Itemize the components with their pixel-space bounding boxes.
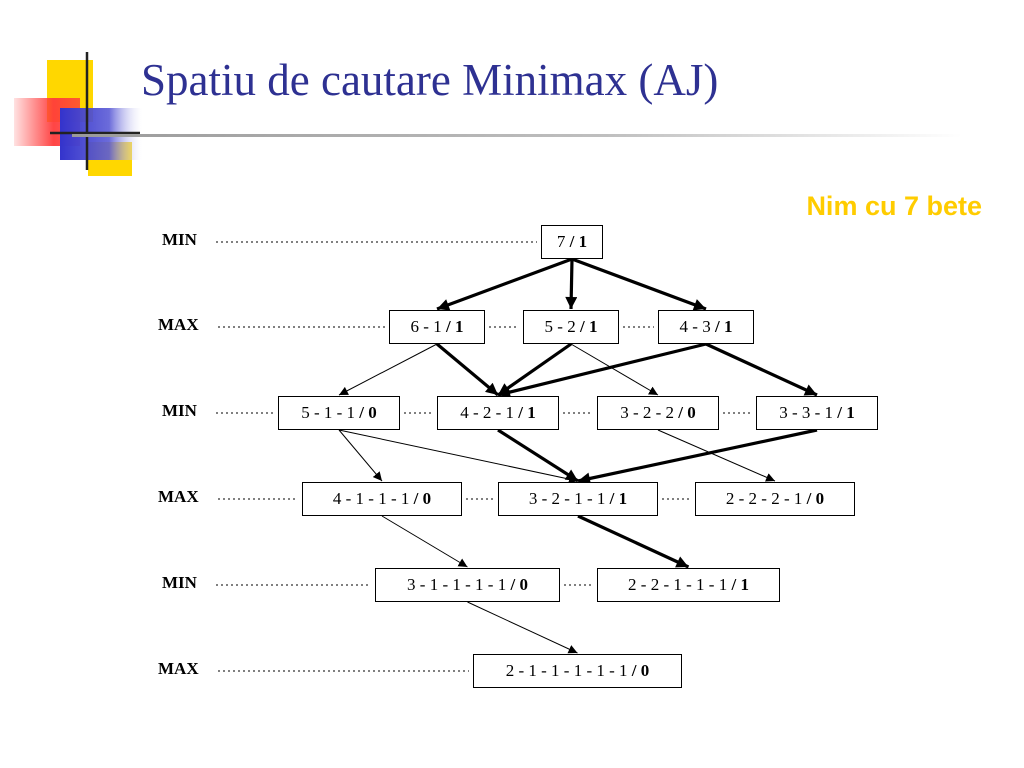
node-value-separator: /	[678, 403, 688, 422]
tree-node-2-0: 5 - 1 - 1 / 0	[278, 396, 400, 430]
node-state: 2 - 1 - 1 - 1 - 1 - 1	[505, 661, 632, 680]
node-value-separator: /	[609, 489, 619, 508]
node-value-separator: /	[518, 403, 528, 422]
node-state: 3 - 3 - 1	[779, 403, 838, 422]
level-label-3: MIN	[162, 401, 197, 420]
node-state: 4 - 2 - 1	[460, 403, 519, 422]
node-minimax-value: 1	[723, 317, 733, 336]
thin-edge-2-0-to-3-1	[338, 429, 579, 484]
bold-edge-2-3-to-3-1	[577, 428, 818, 485]
thin-edge-2-0-to-3-0	[338, 429, 383, 482]
bold-edge-0-0-to-1-2	[571, 257, 707, 311]
slide-logo-decoration	[14, 52, 142, 176]
tree-node-4-0: 3 - 1 - 1 - 1 - 1 / 0	[375, 568, 560, 602]
node-value-separator: /	[714, 317, 724, 336]
node-state: 5 - 1 - 1	[301, 403, 360, 422]
slide-subtitle: Nim cu 7 bete	[806, 191, 982, 221]
node-state: 6 - 1	[410, 317, 446, 336]
node-state: 7	[556, 232, 570, 251]
tree-node-2-2: 3 - 2 - 2 / 0	[597, 396, 719, 430]
tree-node-3-0: 4 - 1 - 1 - 1 / 0	[302, 482, 462, 516]
node-minimax-value: 0	[519, 575, 528, 594]
node-minimax-value: 1	[588, 317, 598, 336]
node-minimax-value: 1	[618, 489, 628, 508]
node-minimax-value: 0	[640, 661, 650, 680]
bold-edge-1-2-to-2-1	[497, 342, 707, 398]
node-value-separator: /	[445, 317, 455, 336]
node-value-separator: /	[510, 575, 520, 594]
tree-node-2-1: 4 - 2 - 1 / 1	[437, 396, 559, 430]
node-minimax-value: 1	[846, 403, 855, 422]
node-value-separator: /	[806, 489, 816, 508]
tree-node-0-0: 7 / 1	[541, 225, 603, 259]
bold-edge-3-1-to-4-1	[577, 514, 690, 569]
node-minimax-value: 0	[368, 403, 377, 422]
node-minimax-value: 0	[815, 489, 825, 508]
node-state: 4 - 3	[679, 317, 715, 336]
node-value-separator: /	[579, 317, 589, 336]
tree-node-3-2: 2 - 2 - 2 - 1 / 0	[695, 482, 855, 516]
tree-node-4-1: 2 - 2 - 1 - 1 - 1 / 1	[597, 568, 780, 602]
node-value-separator: /	[731, 575, 741, 594]
node-state: 2 - 2 - 2 - 1	[725, 489, 807, 508]
bold-edge-0-0-to-1-1	[565, 258, 578, 310]
node-state: 3 - 2 - 2	[620, 403, 679, 422]
thin-edge-1-0-to-2-0	[338, 343, 438, 396]
bold-edge-2-1-to-3-1	[497, 428, 579, 483]
title-underline	[72, 134, 962, 137]
node-state: 5 - 2	[544, 317, 580, 336]
node-value-separator: /	[631, 661, 641, 680]
level-label-4: MAX	[158, 487, 199, 506]
tree-node-2-3: 3 - 3 - 1 / 1	[756, 396, 878, 430]
node-minimax-value: 0	[687, 403, 696, 422]
tree-node-5-0: 2 - 1 - 1 - 1 - 1 - 1 / 0	[473, 654, 682, 688]
node-minimax-value: 1	[454, 317, 464, 336]
bold-edge-0-0-to-1-0	[436, 257, 573, 311]
thin-edge-1-1-to-2-2	[570, 343, 659, 396]
thin-edge-2-2-to-3-2	[657, 429, 776, 482]
node-minimax-value: 1	[740, 575, 749, 594]
level-label-6: MAX	[158, 659, 199, 678]
level-label-5: MIN	[162, 573, 197, 592]
node-value-separator: /	[413, 489, 423, 508]
node-minimax-value: 0	[422, 489, 432, 508]
node-minimax-value: 1	[578, 232, 588, 251]
tree-node-1-0: 6 - 1 / 1	[389, 310, 485, 344]
level-label-1: MIN	[162, 230, 197, 249]
thin-edge-4-0-to-5-0	[467, 601, 578, 654]
bold-edge-1-2-to-2-3	[705, 342, 818, 397]
tree-node-3-1: 3 - 2 - 1 - 1 / 1	[498, 482, 658, 516]
tree-node-1-1: 5 - 2 / 1	[523, 310, 619, 344]
node-state: 2 - 2 - 1 - 1 - 1	[628, 575, 732, 594]
bold-edge-1-0-to-2-1	[435, 342, 500, 397]
node-state: 4 - 1 - 1 - 1	[332, 489, 414, 508]
node-value-separator: /	[569, 232, 579, 251]
thin-edge-3-0-to-4-0	[381, 515, 468, 568]
node-state: 3 - 1 - 1 - 1 - 1	[407, 575, 511, 594]
node-state: 3 - 2 - 1 - 1	[528, 489, 610, 508]
slide-title: Spatiu de cautare Minimax (AJ)	[141, 55, 719, 105]
node-value-separator: /	[837, 403, 847, 422]
node-minimax-value: 1	[527, 403, 536, 422]
tree-node-1-2: 4 - 3 / 1	[658, 310, 754, 344]
node-value-separator: /	[359, 403, 369, 422]
level-label-2: MAX	[158, 315, 199, 334]
